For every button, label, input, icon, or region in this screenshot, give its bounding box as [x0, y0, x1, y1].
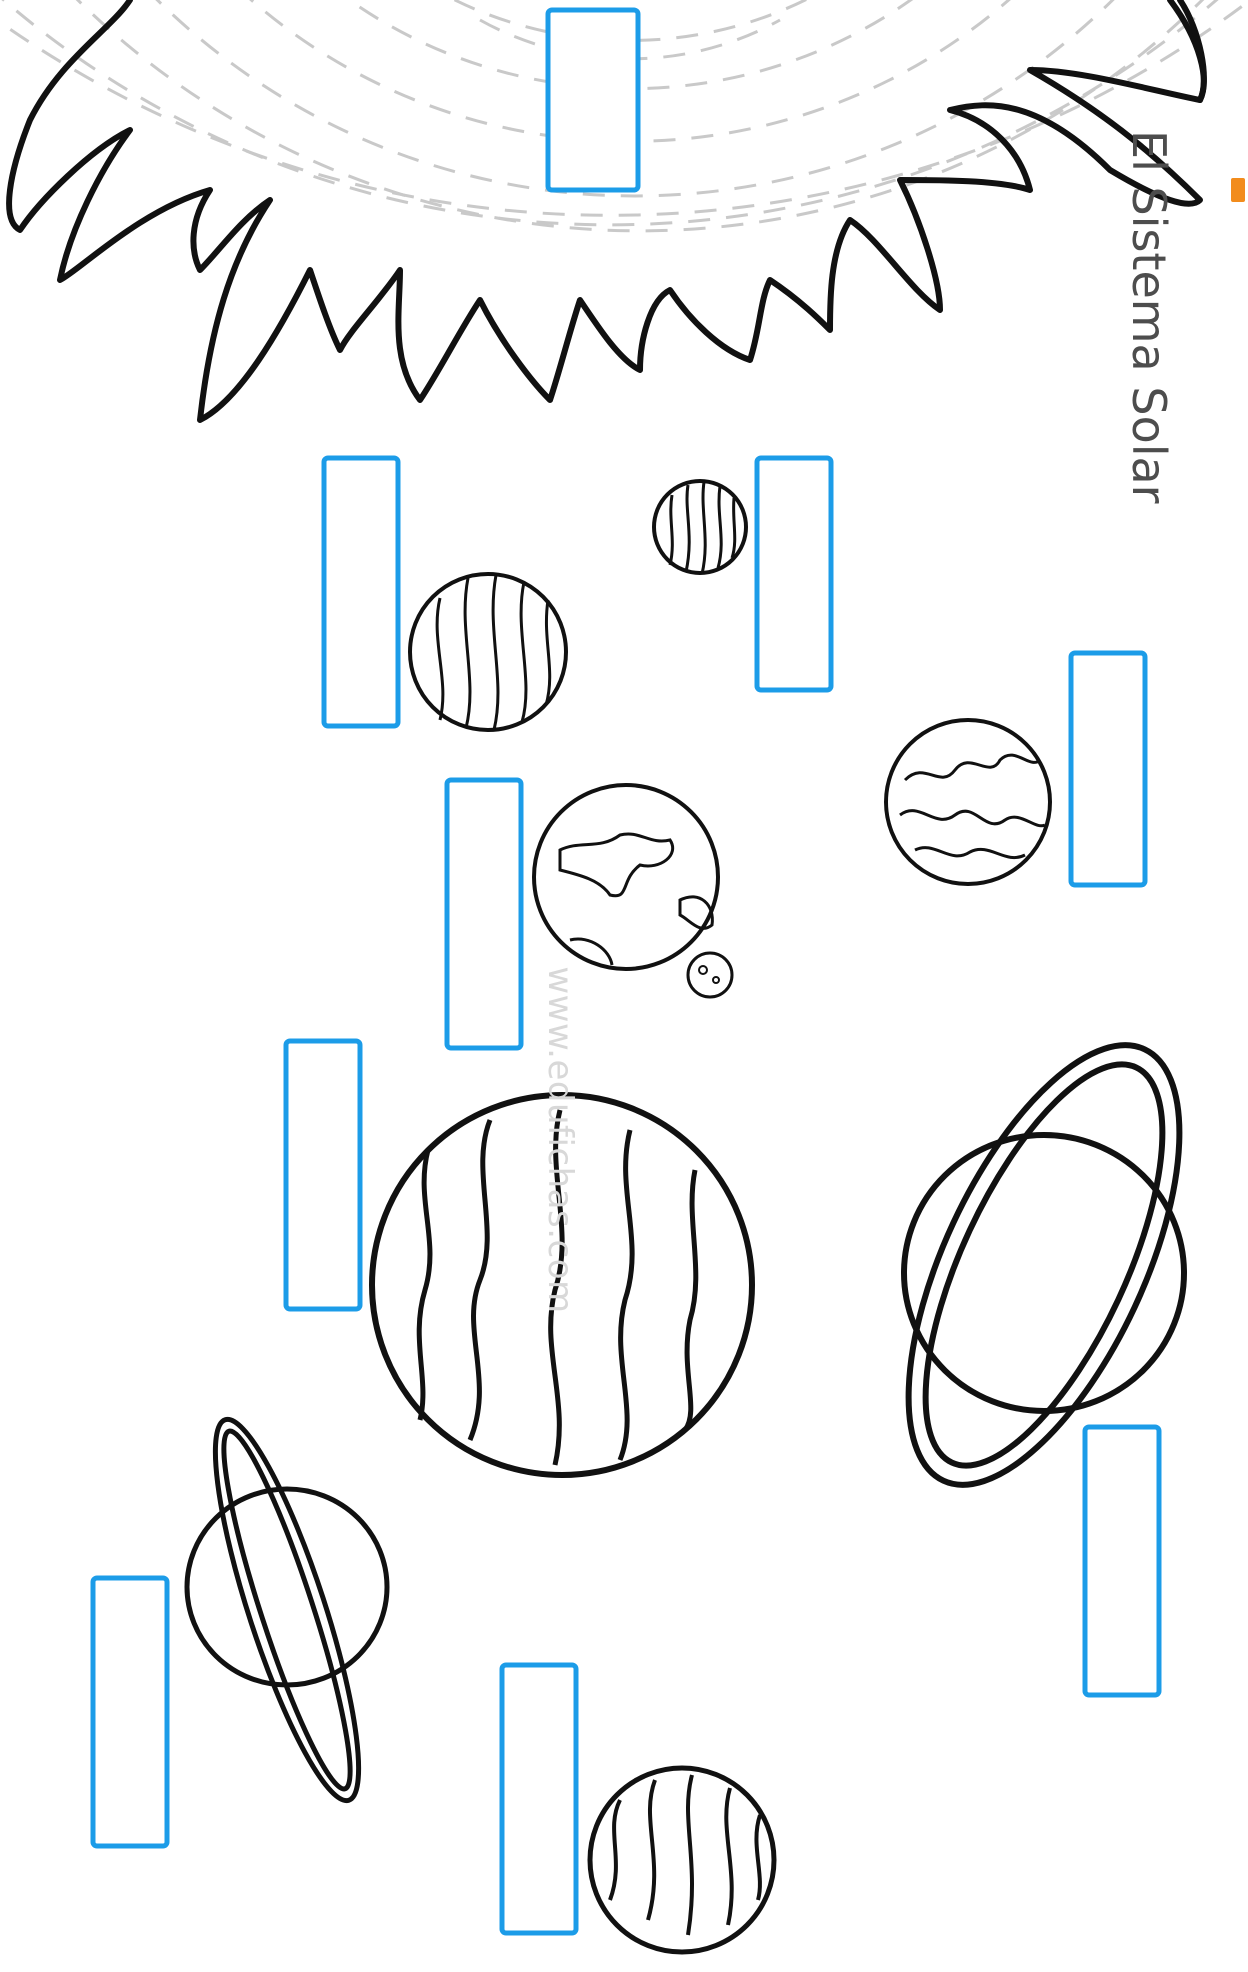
- label-box-mercury[interactable]: [754, 455, 834, 693]
- logo-icon: [1231, 178, 1245, 202]
- banded-planet-icon: [587, 1765, 777, 1955]
- label-box-earth[interactable]: [444, 777, 524, 1051]
- label-boxes: [90, 7, 1162, 1936]
- watermark: www.edufichas.com: [540, 966, 580, 1314]
- ringed-planet-icon: [901, 1042, 1187, 1488]
- page-title: El Sistema Solar: [1122, 130, 1176, 504]
- label-box-neptune[interactable]: [499, 1662, 579, 1936]
- orbit-8: [0, 0, 1248, 217]
- small-striped-planet-icon: [652, 479, 748, 575]
- earth-with-moon-icon: [532, 783, 734, 999]
- watermark-wrap: www.edufichas.com: [540, 966, 580, 1313]
- tilted-ring-planet-icon: [184, 1416, 390, 1804]
- large-banded-planet-icon: [369, 1092, 755, 1478]
- striped-planet-icon: [408, 572, 568, 732]
- label-box-saturn[interactable]: [1082, 1424, 1162, 1698]
- swirled-planet-icon: [884, 718, 1052, 886]
- sun-icon: [6, 0, 1207, 423]
- label-box-sun[interactable]: [545, 7, 641, 193]
- label-box-jupiter[interactable]: [283, 1038, 363, 1312]
- title-wrap: El Sistema Solar: [1122, 130, 1186, 504]
- label-box-venus[interactable]: [321, 455, 401, 729]
- label-box-mars[interactable]: [1068, 650, 1148, 888]
- label-box-uranus[interactable]: [90, 1575, 170, 1849]
- orbit-7: [1, 0, 1219, 227]
- orbit-5: [155, 0, 1115, 198]
- orbit-6: [75, 0, 1205, 233]
